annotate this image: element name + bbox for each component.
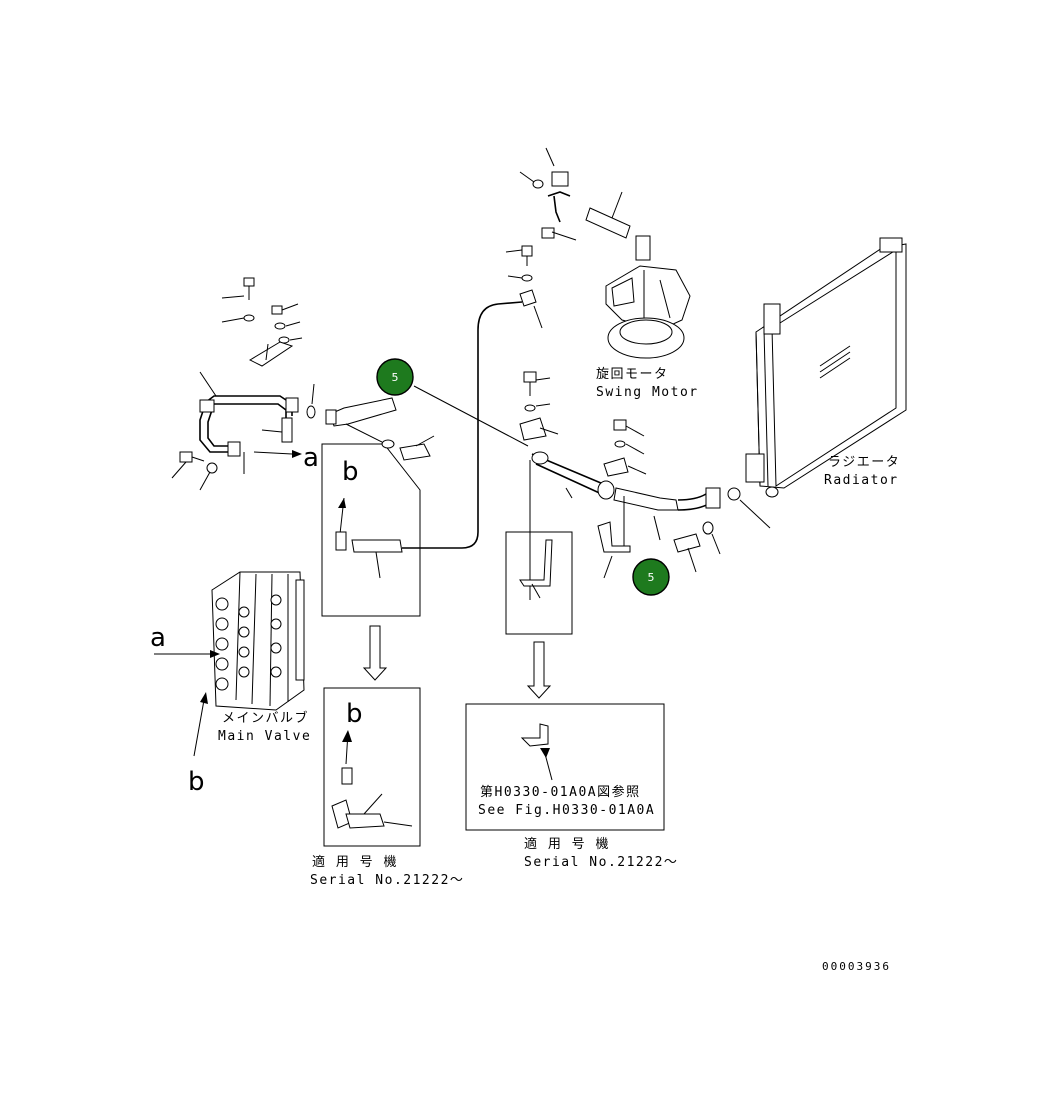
main-valve bbox=[154, 571, 305, 757]
detail-box-lower-left bbox=[323, 687, 421, 847]
main-valve-en-label: Main Valve bbox=[218, 729, 311, 744]
swing-motor-en-label: Swing Motor bbox=[596, 385, 699, 400]
serial-jp-left: 適 用 号 機 bbox=[312, 854, 398, 870]
radiator-en-label: Radiator bbox=[824, 473, 899, 488]
callout-circle bbox=[376, 358, 414, 396]
left-tube-assembly bbox=[171, 277, 316, 491]
serial-en-right: Serial No.21222～ bbox=[524, 855, 678, 870]
ref-letter-b-detail-bottom: b bbox=[346, 699, 363, 729]
callout-5-upper[interactable]: 5 bbox=[376, 358, 414, 396]
see-figure-en: See Fig.H0330-01A0A bbox=[478, 803, 655, 818]
down-arrow-left bbox=[362, 625, 388, 681]
down-arrow-center bbox=[526, 641, 552, 699]
detail-box-left bbox=[321, 301, 523, 617]
serial-jp-right: 適 用 号 機 bbox=[524, 836, 610, 852]
callout-number: 5 bbox=[392, 371, 399, 384]
center-tube-assembly bbox=[519, 371, 771, 600]
see-figure-jp: 第H0330-01A0A図参照 bbox=[480, 784, 641, 800]
hose-upper-middle bbox=[325, 385, 529, 461]
ref-letter-a-upper: a bbox=[303, 443, 319, 473]
detail-box-center bbox=[505, 531, 573, 635]
radiator bbox=[745, 237, 907, 498]
serial-en-left: Serial No.21222～ bbox=[310, 873, 464, 888]
swing-motor-jp-label: 旋回モータ bbox=[596, 367, 669, 382]
callout-5-lower[interactable]: 5 bbox=[632, 558, 670, 596]
ref-letter-a-main-valve: a bbox=[150, 623, 166, 653]
drawing-number: 00003936 bbox=[822, 960, 891, 973]
detail-box-lower-right bbox=[465, 703, 665, 831]
ref-letter-b-main-valve: b bbox=[188, 767, 205, 797]
ref-letter-b-detail-top: b bbox=[342, 457, 359, 487]
callout-number: 5 bbox=[648, 571, 655, 584]
radiator-jp-label: ラジエータ bbox=[828, 455, 900, 470]
swing-motor bbox=[505, 147, 691, 359]
callout-circle bbox=[632, 558, 670, 596]
main-valve-jp-label: メインバルブ bbox=[222, 710, 309, 726]
